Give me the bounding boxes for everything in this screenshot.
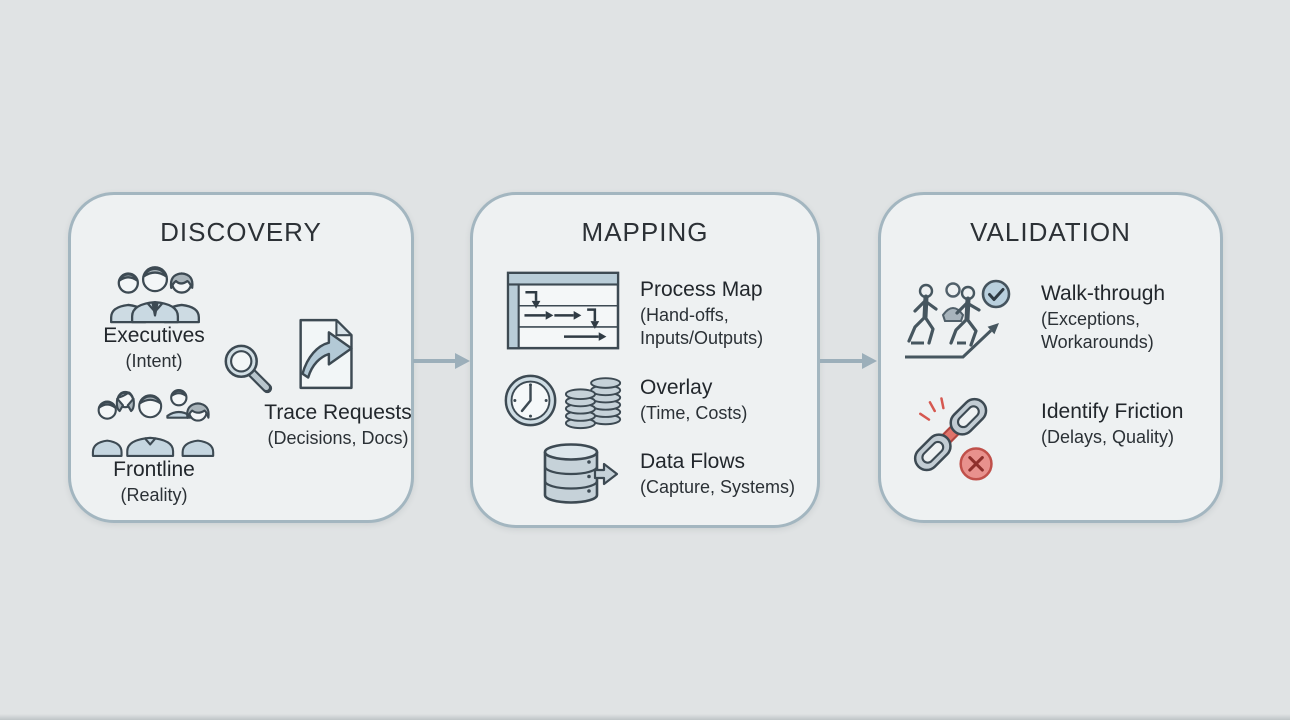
walkthrough-icon — [901, 277, 1013, 369]
trace-sublabel-group: (Decisions, Docs) — [249, 427, 427, 450]
executives-sublabel-group: (Intent) — [79, 350, 229, 373]
stage-title-discovery: DISCOVERY — [160, 217, 322, 247]
frontline-group-icon — [91, 387, 217, 458]
stage-panel-mapping: MAPPING Process Map (Ha — [470, 192, 820, 528]
frontline-label-group: Frontline — [79, 457, 229, 483]
process-map-text: Process Map (Hand-offs, Inputs/Outputs) — [640, 277, 763, 350]
stage-title-validation: VALIDATION — [970, 217, 1131, 247]
identify-friction-label: Identify Friction — [1041, 400, 1184, 423]
clock-icon — [503, 373, 558, 428]
executives-sublabel: (Intent) — [125, 351, 183, 371]
trace-sublabel: (Decisions, Docs) — [267, 428, 409, 448]
data-flows-label: Data Flows — [640, 450, 746, 473]
walkthrough-sublabel-1: (Exceptions, — [1041, 309, 1141, 329]
coins-icon — [563, 369, 625, 431]
document-trace-icon — [295, 317, 359, 391]
frontline-sublabel: (Reality) — [120, 485, 188, 505]
stage-panel-validation: VALIDATION Walk-through (Exception — [878, 192, 1223, 523]
frontline-label: Frontline — [113, 458, 195, 481]
flow-arrow-icon — [820, 344, 878, 378]
frontline-sublabel-group: (Reality) — [79, 484, 229, 507]
executives-label: Executives — [103, 324, 205, 347]
executives-label-group: Executives — [79, 323, 229, 349]
overlay-sublabel: (Time, Costs) — [640, 403, 748, 423]
process-map-icon — [506, 271, 622, 352]
process-map-sublabel-1: (Hand-offs, — [640, 305, 729, 325]
overlay-label: Overlay — [640, 376, 713, 399]
database-flow-icon — [537, 441, 619, 507]
bottom-edge-shadow — [0, 714, 1290, 720]
overlay-text: Overlay (Time, Costs) — [640, 375, 747, 425]
data-flows-text: Data Flows (Capture, Systems) — [640, 449, 795, 499]
flow-arrow-icon — [413, 344, 471, 378]
executives-group-icon — [107, 263, 203, 324]
broken-chain-icon — [903, 385, 1003, 485]
process-map-label: Process Map — [640, 278, 763, 301]
walkthrough-label: Walk-through — [1041, 282, 1166, 305]
process-map-sublabel-2: Inputs/Outputs) — [640, 328, 764, 348]
stage-panel-discovery: DISCOVERY Executives (Intent) — [68, 192, 414, 523]
data-flows-sublabel: (Capture, Systems) — [640, 477, 796, 497]
identify-friction-sublabel: (Delays, Quality) — [1041, 427, 1175, 447]
magnifier-icon — [219, 341, 277, 397]
trace-label-group: Trace Requests — [249, 400, 427, 426]
trace-label: Trace Requests — [264, 401, 412, 424]
identify-friction-text: Identify Friction (Delays, Quality) — [1041, 399, 1183, 449]
stage-title-mapping: MAPPING — [581, 217, 709, 247]
walkthrough-sublabel-2: Workarounds) — [1041, 332, 1154, 352]
walkthrough-text: Walk-through (Exceptions, Workarounds) — [1041, 281, 1165, 354]
